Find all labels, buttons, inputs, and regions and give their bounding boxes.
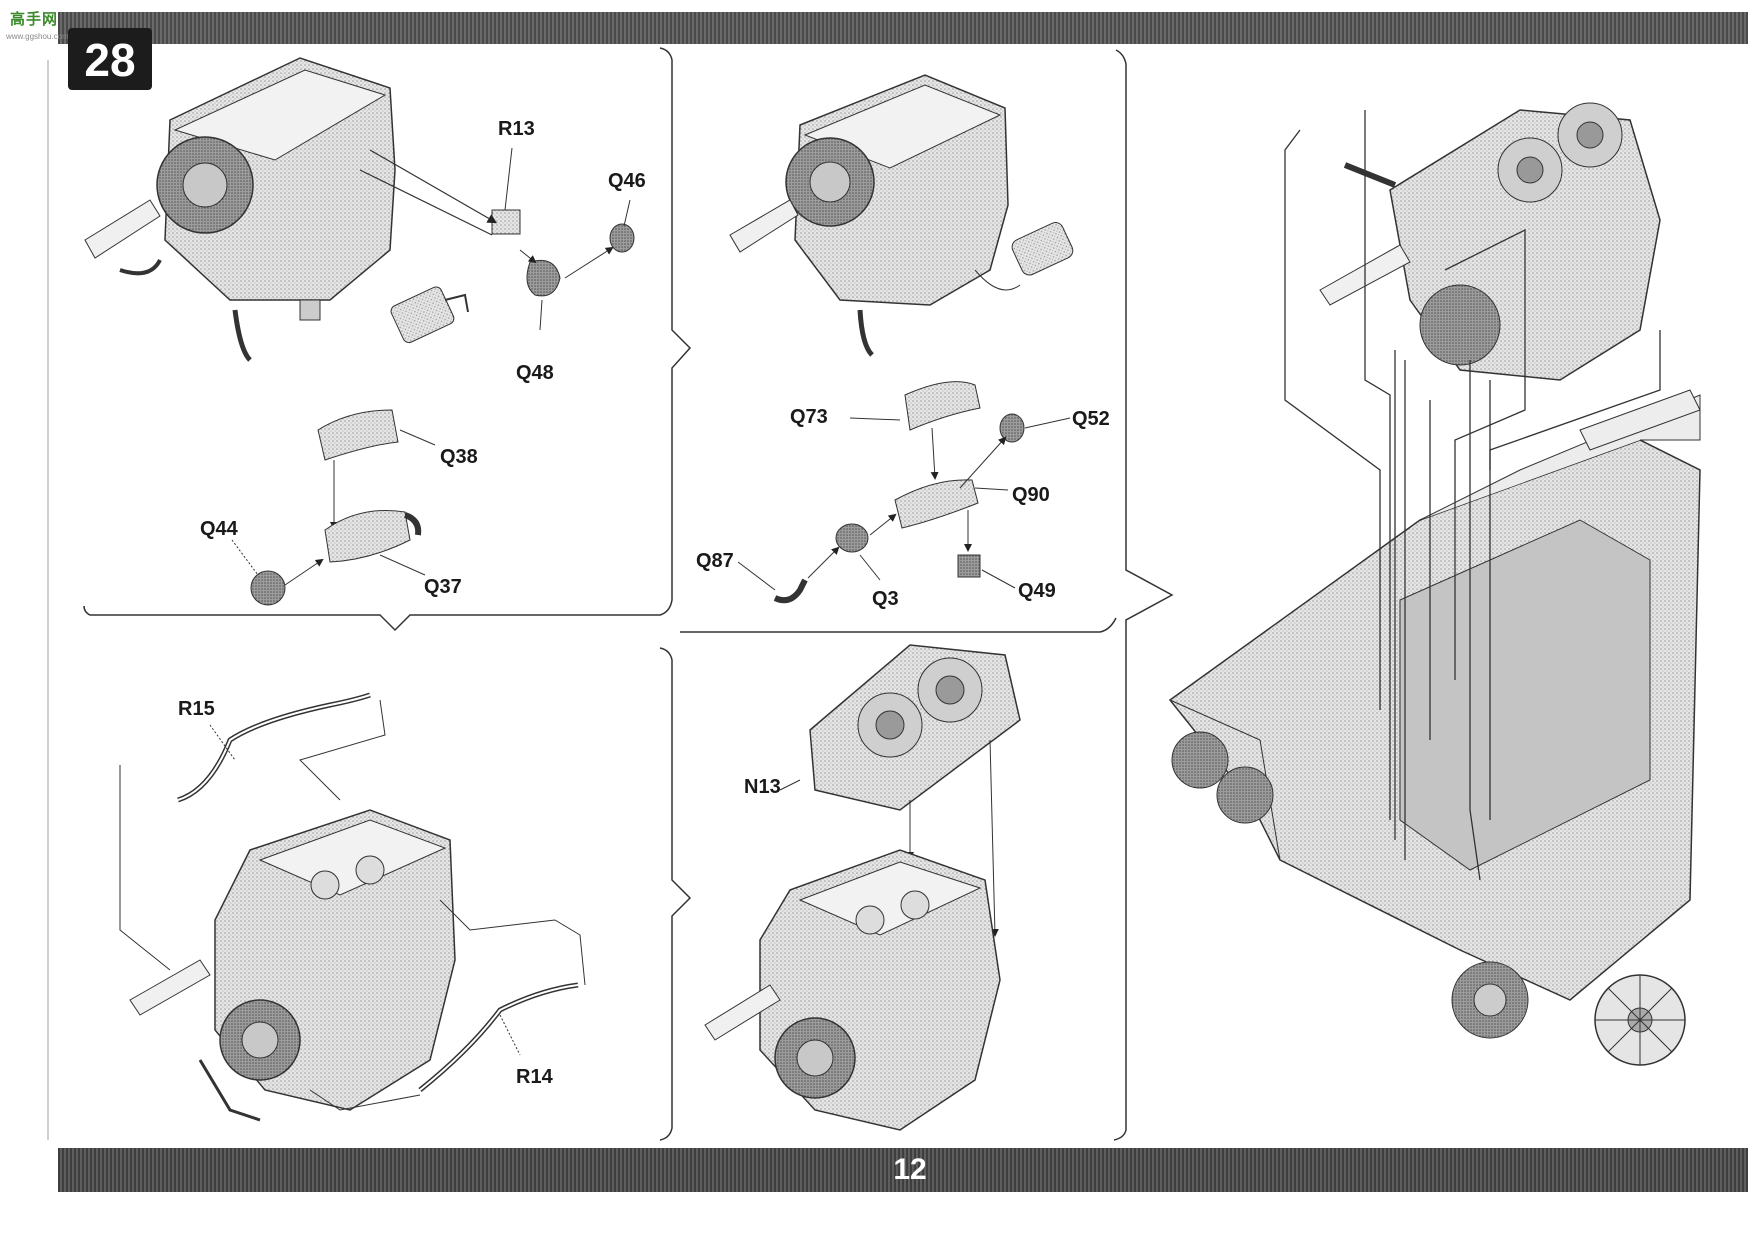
part-q87-drawing [737, 546, 840, 604]
label-r15: R15 [178, 698, 215, 720]
engine-drawing-3 [129, 809, 456, 1122]
part-n13-drawing [779, 644, 1021, 937]
part-q73-q90-drawing [849, 381, 1009, 529]
installation-guide-lines [1284, 110, 1661, 881]
part-q3-drawing [835, 513, 897, 581]
watermark-brand: 高手网 [10, 11, 59, 28]
part-r14-drawing [309, 899, 586, 1111]
label-q37: Q37 [424, 576, 462, 598]
label-r13: R13 [498, 118, 535, 140]
part-r15-drawing [119, 692, 386, 971]
label-q73: Q73 [790, 406, 828, 428]
label-q46: Q46 [608, 170, 646, 192]
footer-bar [58, 1148, 1748, 1192]
hull-assembly-drawing [1168, 389, 1701, 1066]
label-q3: Q3 [872, 588, 899, 610]
label-n13: N13 [744, 776, 781, 798]
engine-drawing-4 [704, 849, 1001, 1131]
label-q87: Q87 [696, 550, 734, 572]
part-q49-drawing [957, 510, 1016, 589]
part-q38-q37-q44-drawing [231, 409, 436, 606]
part-q46-drawing [564, 199, 635, 279]
part-muffler-drawing [390, 286, 469, 344]
label-r14: R14 [516, 1066, 553, 1088]
label-q48: Q48 [516, 362, 554, 384]
engine-drawing-1 [84, 57, 396, 362]
step-number: 28 [84, 34, 136, 86]
label-q38: Q38 [440, 446, 478, 468]
engine-drawing-right [1319, 102, 1661, 381]
step-number-box [68, 28, 152, 90]
label-q90: Q90 [1012, 484, 1050, 506]
header-bar [58, 12, 1748, 44]
part-q48-drawing [519, 249, 561, 331]
panel-frames [83, 47, 1174, 1141]
engine-drawing-2 [729, 74, 1074, 357]
part-q52-drawing [959, 413, 1071, 489]
label-q44: Q44 [200, 518, 238, 540]
part-r13-drawing [359, 147, 521, 236]
watermark-logo: 高手网 www.ggshou.com [2, 4, 72, 41]
label-q52: Q52 [1072, 408, 1110, 430]
watermark-url: www.ggshou.com [6, 32, 69, 41]
label-q49: Q49 [1018, 580, 1056, 602]
page-number: 12 [893, 1153, 927, 1186]
